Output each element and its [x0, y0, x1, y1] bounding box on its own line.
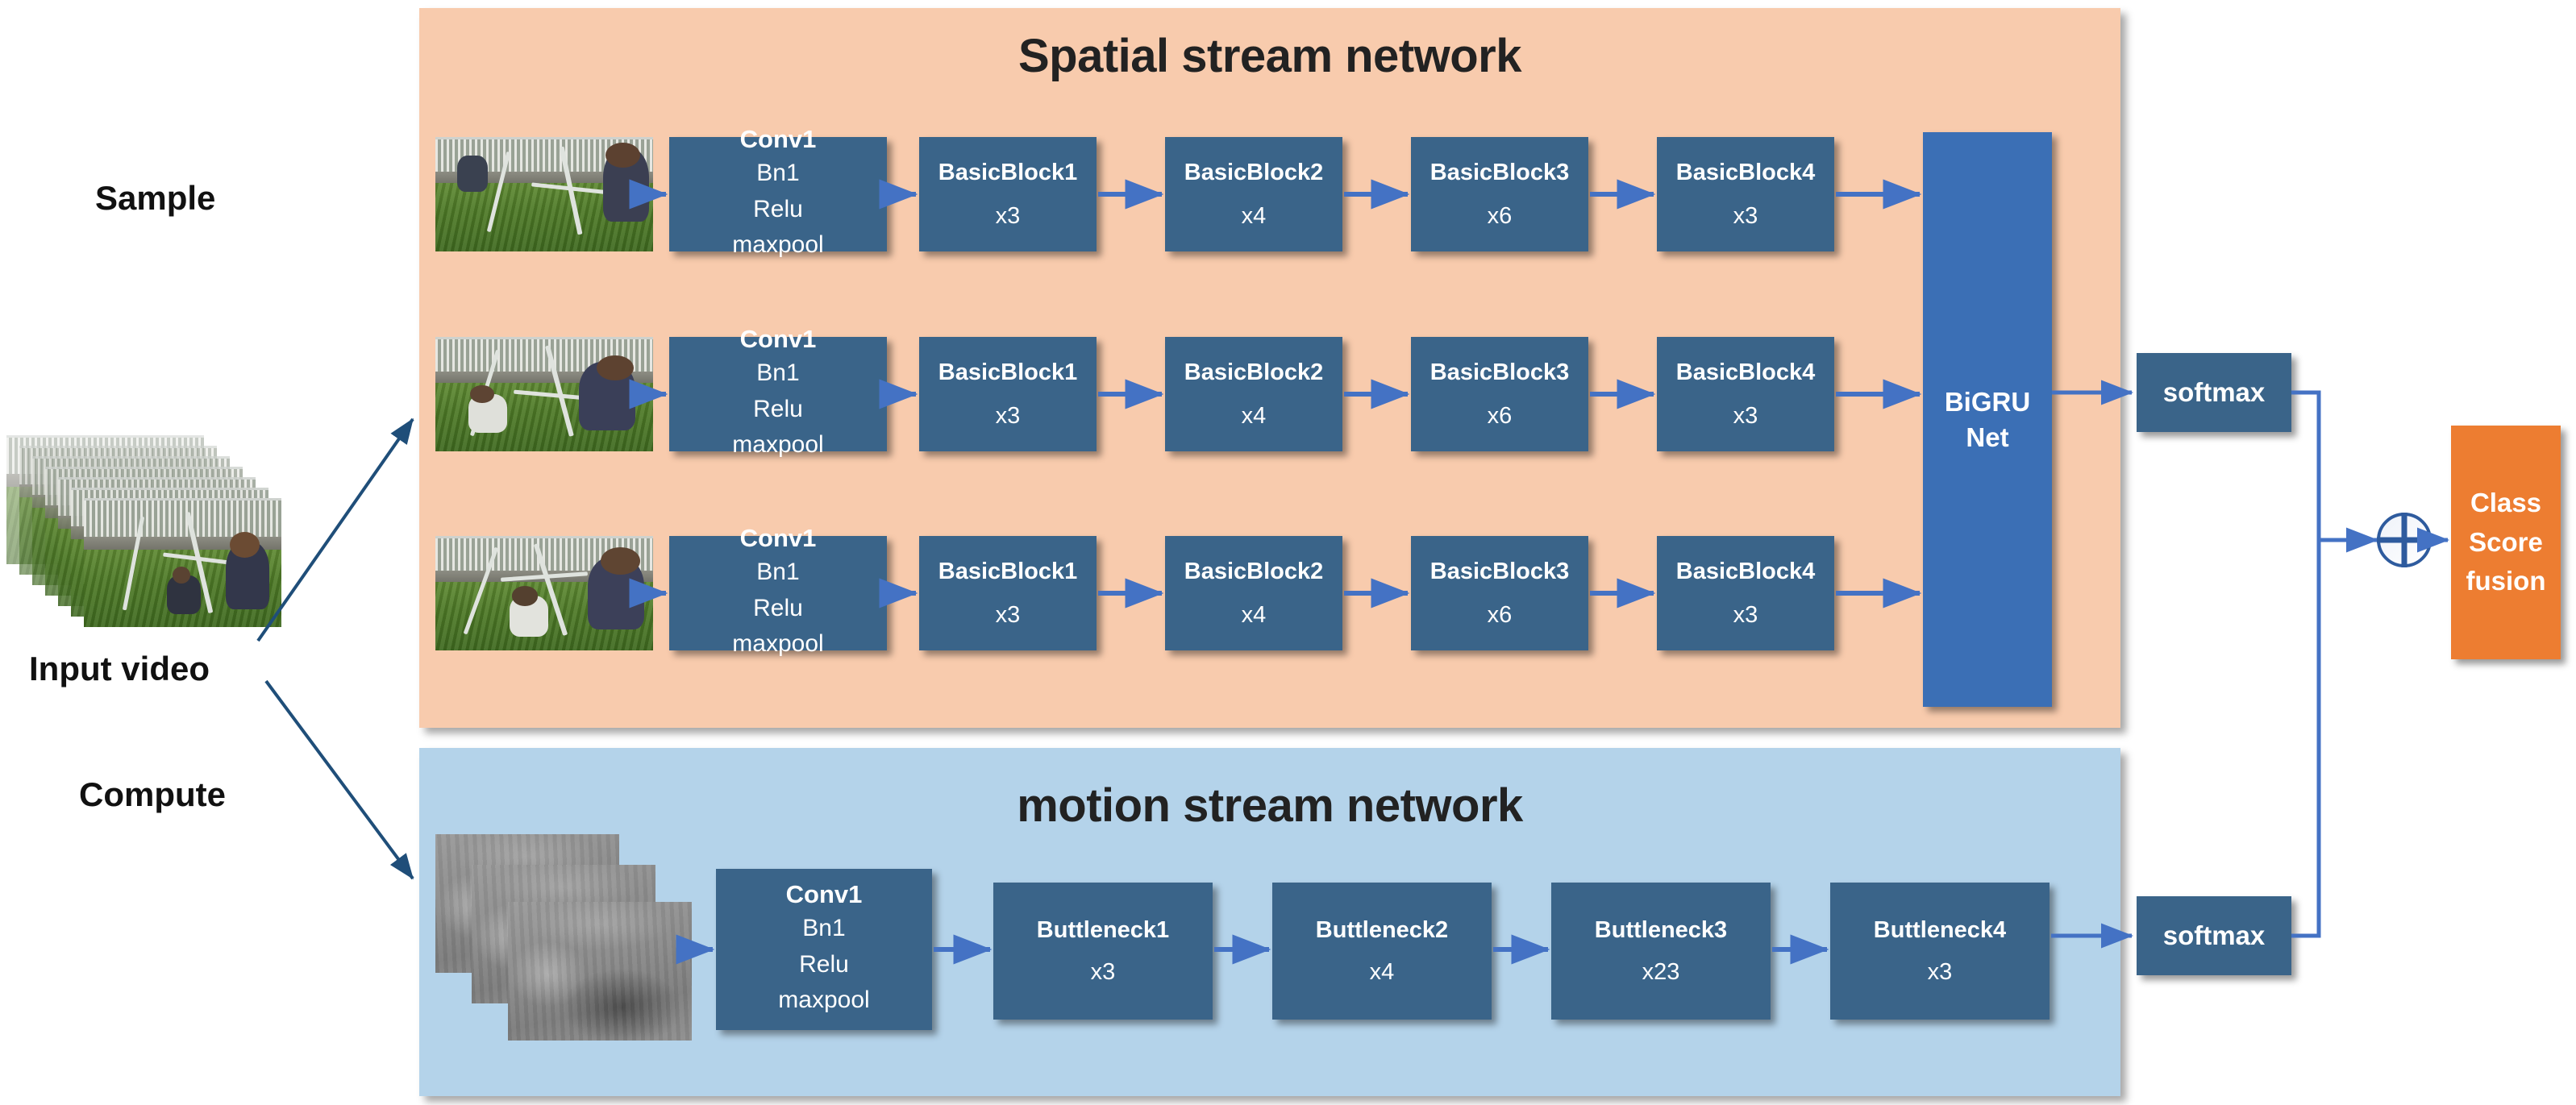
input-video-stack [6, 435, 297, 653]
block-repeat: x6 [1487, 601, 1513, 628]
block-name: BasicBlock1 [938, 559, 1078, 585]
conv-line-4: maxpool [732, 630, 824, 658]
spatial-row-3-conv-block: Conv1 Bn1 Relu maxpool [669, 524, 887, 657]
conv-line-2: Bn1 [756, 359, 800, 387]
block-repeat: x4 [1241, 402, 1267, 429]
block-name: BasicBlock1 [938, 160, 1078, 186]
block-name: BasicBlock4 [1675, 359, 1816, 386]
video-stack-frame [84, 498, 281, 627]
compute-arrow [264, 679, 414, 880]
spatial-stream-title: Spatial stream network [1018, 30, 1522, 82]
plus-circle-icon [2377, 513, 2432, 567]
block-name: BasicBlock3 [1429, 559, 1570, 585]
spatial-row-3-basicblock-3: BasicBlock3 x6 [1411, 536, 1588, 650]
block-name: BasicBlock4 [1675, 160, 1816, 186]
block-name: BasicBlock2 [1184, 160, 1324, 186]
conv-line-1: Conv1 [739, 124, 817, 153]
conv-line-2: Bn1 [802, 915, 846, 942]
block-repeat: x6 [1487, 202, 1513, 229]
block-repeat: x4 [1241, 202, 1267, 229]
softmax-spatial: softmax [2137, 353, 2291, 432]
softmax-label: softmax [2162, 376, 2266, 407]
input-video-label: Input video [29, 650, 210, 688]
block-repeat: x3 [1733, 402, 1758, 429]
block-name: Buttleneck1 [1036, 916, 1170, 943]
spatial-row-1-basicblock-4: BasicBlock4 x3 [1657, 137, 1834, 251]
spatial-row-3-basicblock-2: BasicBlock2 x4 [1165, 536, 1342, 650]
motion-conv-block: Conv1 Bn1 Relu maxpool [716, 869, 932, 1030]
block-name: Buttleneck2 [1315, 916, 1449, 943]
motion-buttleneck-4: Buttleneck4 x3 [1830, 883, 2050, 1020]
spatial-row-2-basicblock-4: BasicBlock4 x3 [1657, 337, 1834, 451]
spatial-row-2-basicblock-2: BasicBlock2 x4 [1165, 337, 1342, 451]
conv-line-3: Relu [753, 195, 803, 222]
spatial-row-1-basicblock-1: BasicBlock1 x3 [919, 137, 1097, 251]
bigru-net-block: BiGRU Net [1923, 132, 2052, 707]
block-repeat: x3 [995, 402, 1021, 429]
conv-line-1: Conv1 [785, 879, 863, 908]
spatial-row-1-thumbnail [435, 137, 653, 251]
optical-flow-frame [508, 902, 692, 1041]
spatial-row-2-basicblock-1: BasicBlock1 x3 [919, 337, 1097, 451]
class-score-fusion-block: Class Score fusion [2451, 426, 2561, 659]
spatial-row-3-basicblock-4: BasicBlock4 x3 [1657, 536, 1834, 650]
block-repeat: x4 [1241, 601, 1267, 628]
spatial-row-2-conv-block: Conv1 Bn1 Relu maxpool [669, 325, 887, 458]
block-repeat: x3 [1733, 601, 1758, 628]
motion-buttleneck-2: Buttleneck2 x4 [1272, 883, 1492, 1020]
softmax-motion: softmax [2137, 896, 2291, 975]
fusion-line-3: fusion [2466, 566, 2546, 596]
block-name: BasicBlock4 [1675, 559, 1816, 585]
fusion-line-1: Class [2470, 487, 2542, 517]
block-repeat: x6 [1487, 402, 1513, 429]
spatial-row-1-conv-block: Conv1 Bn1 Relu maxpool [669, 125, 887, 258]
conv-line-3: Relu [799, 950, 849, 978]
spatial-row-3-thumbnail [435, 536, 653, 650]
block-repeat: x3 [1927, 959, 1953, 985]
block-name: Buttleneck4 [1873, 916, 2007, 943]
conv-line-3: Relu [753, 594, 803, 621]
block-repeat: x3 [1090, 959, 1116, 985]
block-repeat: x3 [995, 601, 1021, 628]
bigru-line-1: BiGRU [1944, 386, 2031, 417]
conv-line-4: maxpool [732, 231, 824, 259]
optical-flow-stack [435, 834, 758, 1052]
compute-label: Compute [79, 775, 226, 813]
fusion-join-wires [2291, 390, 2379, 938]
softmax-label: softmax [2162, 920, 2266, 950]
conv-line-4: maxpool [732, 431, 824, 459]
block-name: BasicBlock1 [938, 359, 1078, 386]
block-repeat: x4 [1369, 959, 1395, 985]
motion-buttleneck-1: Buttleneck1 x3 [993, 883, 1213, 1020]
conv-line-3: Relu [753, 395, 803, 422]
conv-line-1: Conv1 [739, 523, 817, 552]
block-name: Buttleneck3 [1594, 916, 1728, 943]
block-repeat: x23 [1642, 959, 1680, 985]
conv-line-1: Conv1 [739, 324, 817, 353]
spatial-row-2-thumbnail [435, 337, 653, 451]
conv-line-2: Bn1 [756, 160, 800, 187]
spatial-row-3-basicblock-1: BasicBlock1 x3 [919, 536, 1097, 650]
block-name: BasicBlock2 [1184, 359, 1324, 386]
fusion-line-2: Score [2469, 526, 2543, 557]
bigru-line-2: Net [1966, 422, 2009, 452]
conv-line-4: maxpool [778, 987, 870, 1014]
motion-stream-title: motion stream network [1017, 779, 1523, 832]
block-name: BasicBlock3 [1429, 160, 1570, 186]
motion-buttleneck-3: Buttleneck3 x23 [1551, 883, 1771, 1020]
spatial-row-1-basicblock-3: BasicBlock3 x6 [1411, 137, 1588, 251]
spatial-row-1-basicblock-2: BasicBlock2 x4 [1165, 137, 1342, 251]
spatial-row-2-basicblock-3: BasicBlock3 x6 [1411, 337, 1588, 451]
sample-label: Sample [95, 179, 216, 217]
block-repeat: x3 [995, 202, 1021, 229]
block-name: BasicBlock3 [1429, 359, 1570, 386]
conv-line-2: Bn1 [756, 559, 800, 586]
block-repeat: x3 [1733, 202, 1758, 229]
block-name: BasicBlock2 [1184, 559, 1324, 585]
